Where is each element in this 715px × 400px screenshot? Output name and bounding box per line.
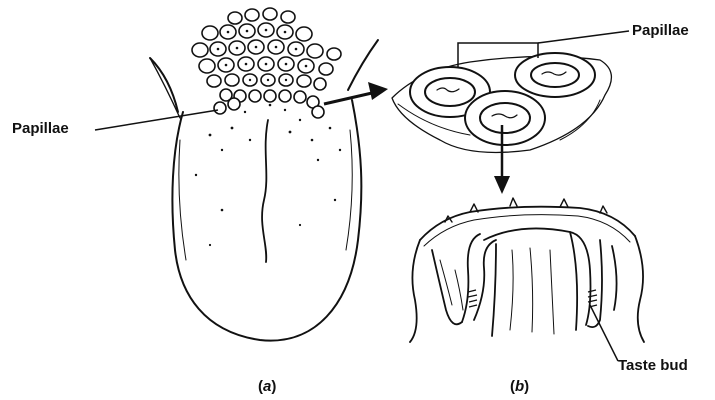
papilla-3 [465,91,545,145]
taste-bud-label: Taste bud [618,357,688,374]
papillae-label-left: Papillae [12,120,69,137]
caption-a: (a) [258,378,276,395]
papillae-label-right: Papillae [632,22,689,39]
taste-bud-leader [590,305,618,361]
central-papilla [484,228,577,330]
papillae-left-leader [95,110,218,130]
papilla-cross-section [410,198,644,342]
magnify-arrow [324,82,388,104]
tongue-midline [262,120,268,262]
caption-b: (b) [510,378,529,395]
